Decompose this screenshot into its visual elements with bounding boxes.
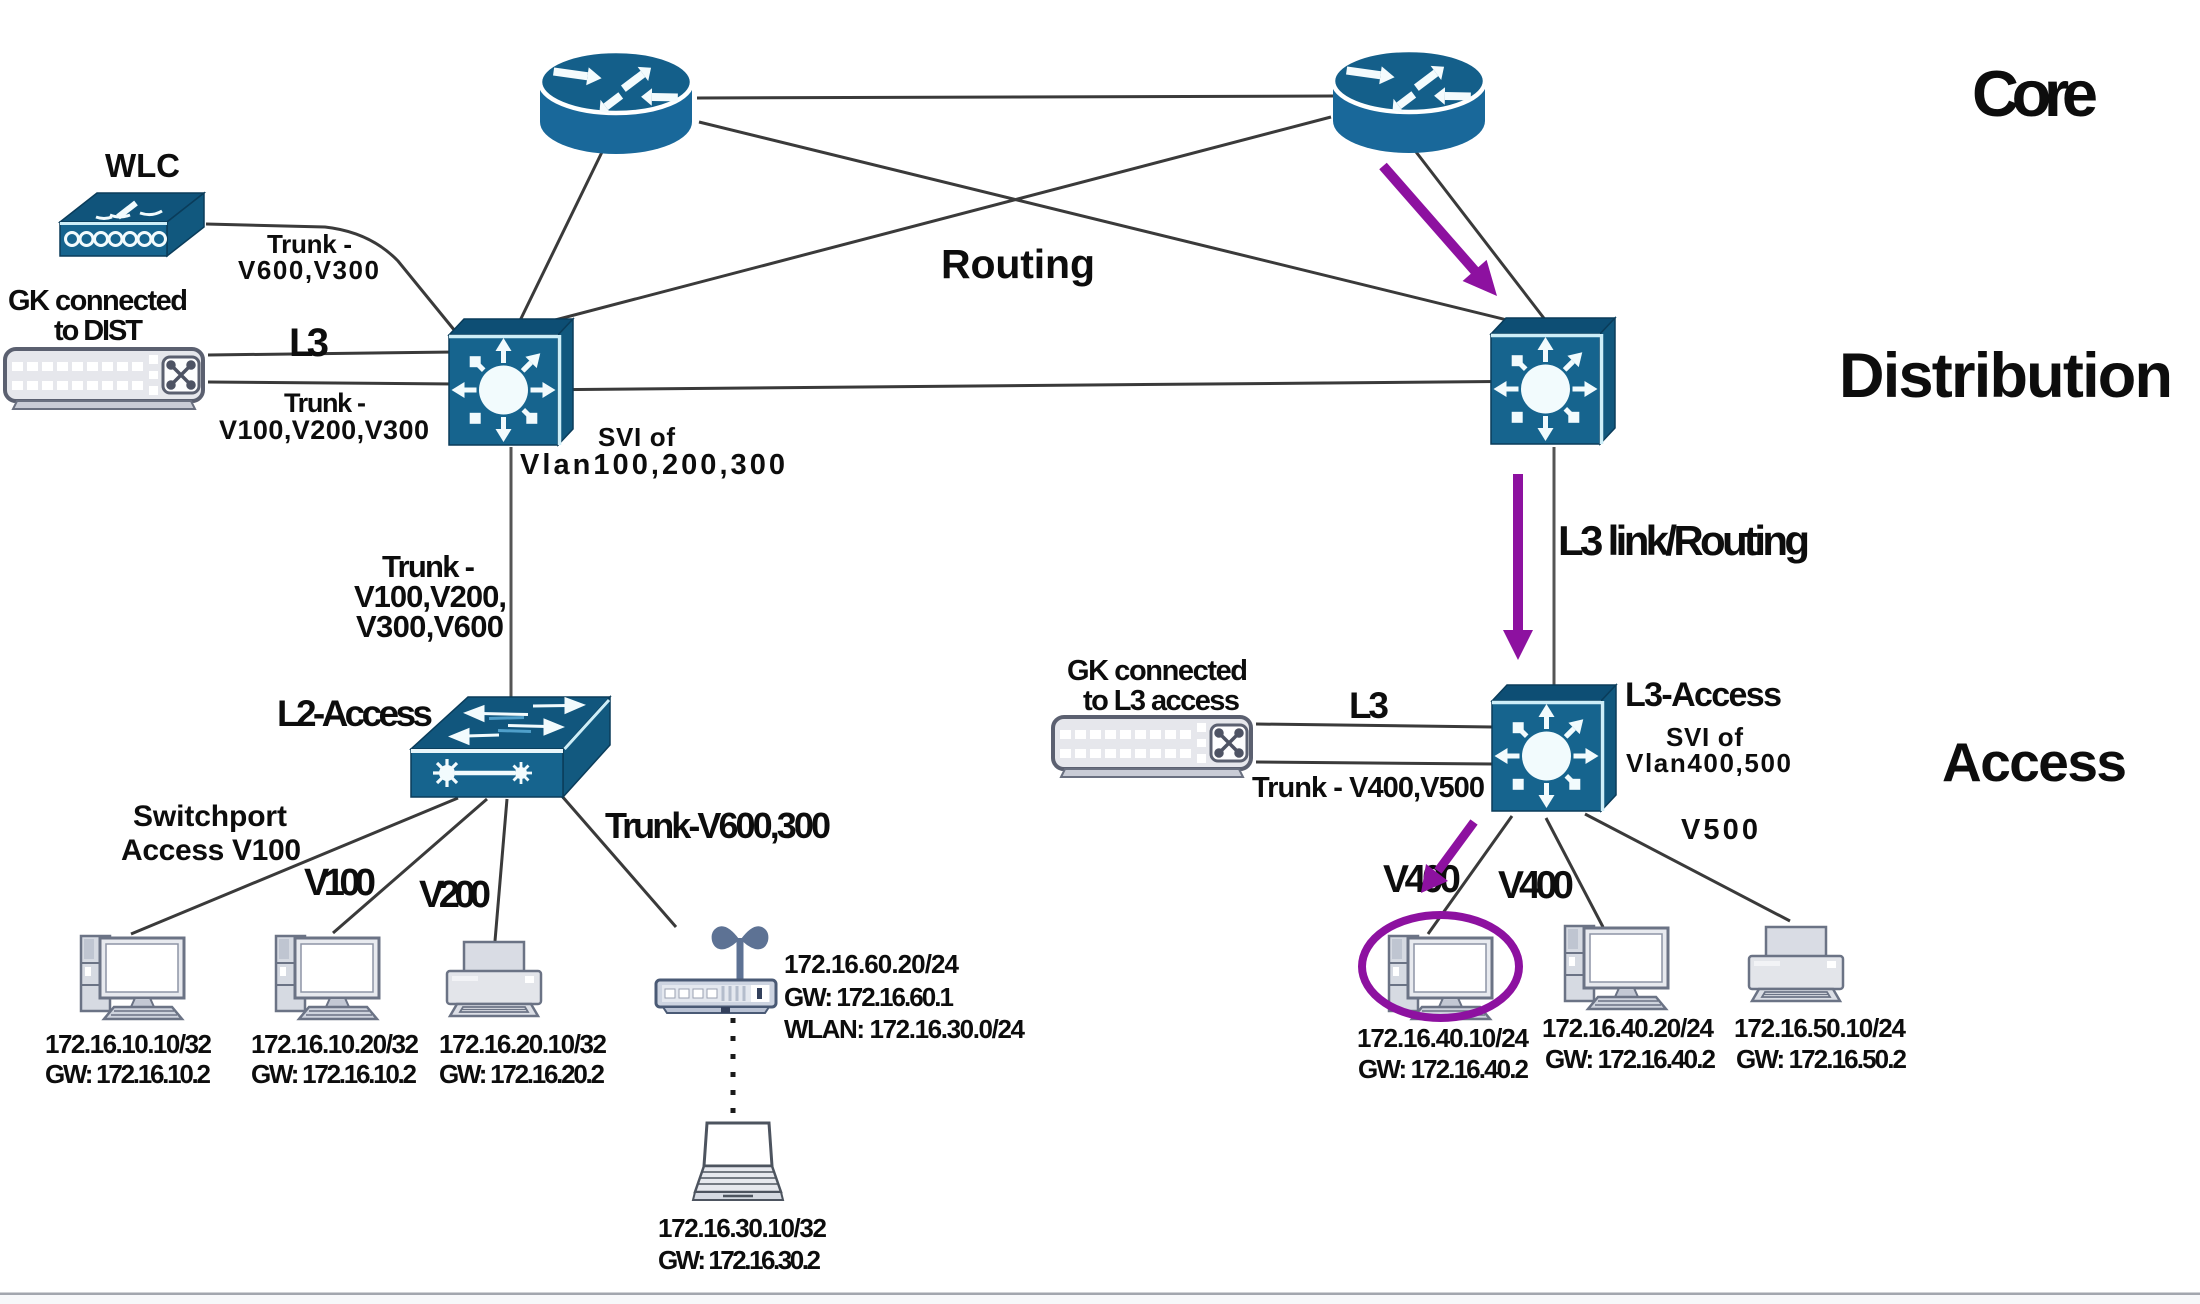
svg-text:V300,V600: V300,V600 (356, 609, 504, 644)
svg-text:172.16.20.10/32: 172.16.20.10/32 (439, 1029, 607, 1059)
svg-text:GW: 172.16.20.2: GW: 172.16.20.2 (439, 1059, 605, 1089)
svg-text:GW: 172.16.60.1: GW: 172.16.60.1 (784, 982, 954, 1012)
svg-text:L3: L3 (1349, 685, 1389, 726)
svg-text:Access: Access (1942, 731, 2127, 793)
svg-text:Switchport: Switchport (133, 800, 287, 833)
svg-text:Vlan400,500: Vlan400,500 (1626, 748, 1791, 778)
svg-text:SVI of: SVI of (598, 422, 675, 452)
svg-text:V100: V100 (304, 862, 376, 904)
svg-text:GW: 172.16.50.2: GW: 172.16.50.2 (1736, 1044, 1907, 1074)
svg-text:GK connected: GK connected (1067, 655, 1248, 687)
svg-text:172.16.10.10/32: 172.16.10.10/32 (45, 1029, 212, 1059)
svg-text:GW: 172.16.30.2: GW: 172.16.30.2 (658, 1245, 821, 1275)
svg-text:Core: Core (1972, 57, 2098, 130)
svg-text:V400: V400 (1498, 864, 1574, 907)
svg-text:V100,V200,V300: V100,V200,V300 (219, 415, 429, 445)
svg-text:to DIST: to DIST (54, 315, 143, 347)
svg-text:L3-Access: L3-Access (1625, 676, 1782, 714)
svg-text:V600,V300: V600,V300 (238, 255, 379, 285)
svg-text:Trunk -: Trunk - (284, 388, 366, 418)
svg-text:Vlan100,200,300: Vlan100,200,300 (520, 449, 785, 481)
svg-text:GW: 172.16.10.2: GW: 172.16.10.2 (45, 1059, 211, 1089)
svg-text:V200: V200 (419, 874, 491, 916)
svg-text:L2-Access: L2-Access (277, 693, 433, 734)
svg-text:Trunk-V600,300: Trunk-V600,300 (605, 805, 831, 846)
svg-text:Trunk - V400,V500: Trunk - V400,V500 (1252, 772, 1485, 804)
svg-text:V100,V200,: V100,V200, (354, 579, 507, 614)
svg-text:WLAN: 172.16.30.0/24: WLAN: 172.16.30.0/24 (784, 1014, 1026, 1044)
svg-text:GW: 172.16.40.2: GW: 172.16.40.2 (1545, 1044, 1716, 1074)
svg-text:WLC: WLC (105, 147, 180, 184)
svg-text:V500: V500 (1681, 814, 1758, 846)
svg-text:GW: 172.16.40.2: GW: 172.16.40.2 (1358, 1054, 1529, 1084)
svg-text:L3: L3 (289, 321, 329, 365)
svg-text:SVI of: SVI of (1666, 722, 1743, 752)
svg-text:Trunk -: Trunk - (267, 229, 352, 259)
svg-text:GK connected: GK connected (8, 285, 188, 317)
svg-text:Distribution: Distribution (1839, 341, 2173, 411)
svg-text:L3 link/Routing: L3 link/Routing (1558, 517, 1810, 564)
svg-text:Access V100: Access V100 (121, 834, 301, 867)
svg-text:to L3 access: to L3 access (1083, 685, 1240, 717)
svg-text:172.16.40.20/24: 172.16.40.20/24 (1542, 1013, 1715, 1043)
svg-text:Trunk -: Trunk - (382, 549, 475, 584)
svg-text:172.16.30.10/32: 172.16.30.10/32 (658, 1213, 827, 1243)
svg-text:172.16.10.20/32: 172.16.10.20/32 (251, 1029, 419, 1059)
svg-text:GW: 172.16.10.2: GW: 172.16.10.2 (251, 1059, 417, 1089)
svg-text:172.16.50.10/24: 172.16.50.10/24 (1734, 1013, 1907, 1043)
svg-text:Routing: Routing (941, 241, 1095, 287)
svg-text:172.16.60.20/24: 172.16.60.20/24 (784, 949, 960, 979)
svg-text:172.16.40.10/24: 172.16.40.10/24 (1357, 1023, 1530, 1053)
svg-text:V400: V400 (1383, 858, 1461, 901)
